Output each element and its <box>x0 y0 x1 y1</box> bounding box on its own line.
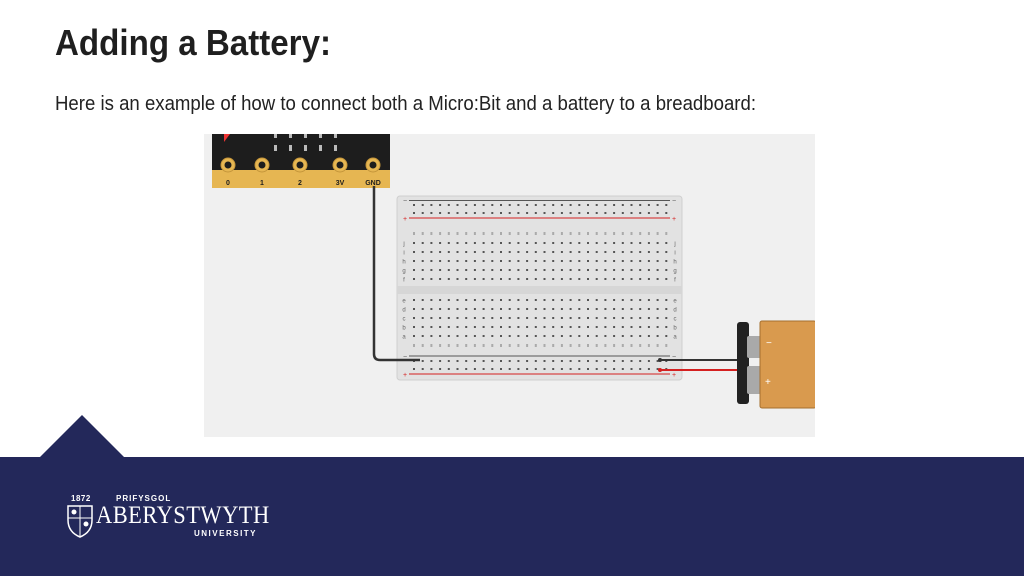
row-letter: h <box>673 260 676 266</box>
row-letter: c <box>403 317 406 323</box>
pin-label: 2 <box>298 180 302 187</box>
rail-minus-label: − <box>403 198 407 205</box>
gnd-wire <box>372 186 420 362</box>
led <box>319 145 322 151</box>
row-letter: c <box>674 317 677 323</box>
pin-label: 0 <box>226 180 230 187</box>
row-letter: e <box>673 299 677 305</box>
led <box>274 134 277 138</box>
slide-title: Adding a Battery: <box>55 22 332 63</box>
logo-year: 1872 <box>71 494 91 503</box>
breadboard-holes <box>413 204 668 370</box>
battery-terminal-negative <box>747 336 761 358</box>
battery-body <box>759 320 815 409</box>
row-letter: i <box>403 251 404 257</box>
pin-hole <box>336 161 344 169</box>
rail-minus-label-bottom-right: − <box>672 354 676 361</box>
row-letter: d <box>402 308 405 314</box>
battery-plus-label: + <box>765 377 771 388</box>
pin-label: 3V <box>336 180 345 187</box>
row-letter: j <box>402 242 404 248</box>
led <box>289 145 292 151</box>
row-letter: d <box>673 308 676 314</box>
slide-body-text: Here is an example of how to connect bot… <box>55 93 757 115</box>
row-letter: f <box>674 278 676 284</box>
led <box>319 134 322 138</box>
university-logo: 1872 PRIFYSGOL ABERYSTWYTH UNIVERSITY <box>66 494 269 544</box>
breadboard-center-channel <box>397 286 682 294</box>
led <box>334 134 337 138</box>
microbit-pin-labels: 0 1 2 3V GND <box>226 180 381 187</box>
pin-hole <box>296 161 304 169</box>
battery-cap <box>737 322 749 404</box>
battery-minus-label: − <box>766 338 772 349</box>
row-letter: g <box>402 269 405 275</box>
row-letter: f <box>403 278 405 284</box>
logo-name: ABERYSTWYTH <box>96 502 270 529</box>
rail-minus-label-right: − <box>672 198 676 205</box>
led <box>304 134 307 138</box>
row-letter: i <box>674 251 675 257</box>
pin-hole <box>258 161 266 169</box>
row-letter: h <box>402 260 405 266</box>
pin-hole <box>224 161 232 169</box>
footer-band <box>0 457 1024 576</box>
pin-label: GND <box>365 180 381 187</box>
pin-hole <box>369 161 377 169</box>
microbit-logo-icon <box>224 134 230 142</box>
row-letter: a <box>402 335 406 341</box>
rail-plus-label-bottom-right: + <box>672 372 676 379</box>
microbit: 0 1 2 3V GND <box>212 134 390 188</box>
battery: − + <box>737 320 815 409</box>
rail-plus-label-bottom: + <box>403 372 407 379</box>
logo-welsh-name: PRIFYSGOL <box>116 494 172 503</box>
led <box>274 145 277 151</box>
led <box>304 145 307 151</box>
row-letter: e <box>402 299 406 305</box>
crest-icon <box>67 505 93 538</box>
led <box>334 145 337 151</box>
row-letter: b <box>673 326 677 332</box>
logo-university: UNIVERSITY <box>194 529 258 538</box>
rail-minus-label-bottom: − <box>403 354 407 361</box>
pin-label: 1 <box>260 180 264 187</box>
row-letter: b <box>402 326 406 332</box>
microbit-led-grid <box>274 134 337 151</box>
rail-plus-label-right: + <box>672 216 676 223</box>
battery-terminal-positive <box>747 366 761 394</box>
microbit-pin-holes <box>220 157 381 173</box>
rail-plus-label: + <box>403 216 407 223</box>
row-letter: g <box>673 269 676 275</box>
led <box>289 134 292 138</box>
row-letter: j <box>673 242 675 248</box>
footer-tab <box>39 415 125 458</box>
row-letter: a <box>673 335 677 341</box>
